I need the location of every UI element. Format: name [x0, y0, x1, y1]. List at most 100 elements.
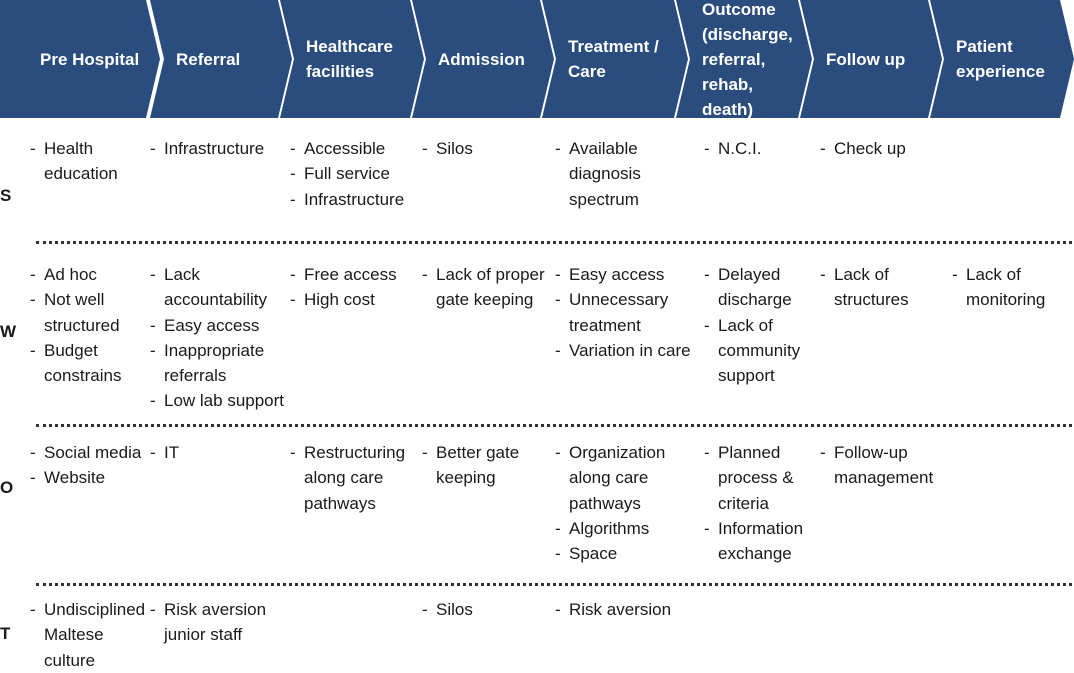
bullet-item: Organization along care pathways — [555, 440, 665, 516]
bullet-list: Lack accountabilityEasy accessInappropri… — [150, 262, 284, 414]
bullet-list: Free accessHigh cost — [290, 262, 397, 313]
swot-cell: Better gate keeping — [422, 440, 519, 491]
swot-cell: Lack of proper gate keeping — [422, 262, 545, 313]
swot-row-label: T — [0, 624, 11, 643]
swot-row-label: S — [0, 186, 12, 205]
bullet-list: Lack of proper gate keeping — [422, 262, 545, 313]
stage-label: Pre Hospital — [40, 49, 140, 69]
swot-cell: Restructuring along care pathways — [290, 440, 405, 516]
process-header: Pre Hospital Referral Healthcare facilitie… — [0, 0, 1074, 118]
bullet-list: Risk aversion junior staff — [150, 597, 266, 648]
swot-cell: Health education — [30, 136, 118, 187]
bullet-item: Social media — [30, 440, 141, 466]
swot-cell: Risk aversion junior staff — [150, 597, 266, 648]
swot-cell: N.C.I. — [704, 136, 761, 162]
stage-chevron: Admission — [412, 0, 554, 118]
swot-cell: Lack accountabilityEasy accessInappropri… — [150, 262, 284, 414]
swot-cell: AccessibleFull serviceInfrastructure — [290, 136, 404, 212]
bullet-list: Ad hocNot well structuredBudget constrai… — [30, 262, 121, 388]
stage-chevron: Patient experience — [930, 0, 1074, 118]
bullet-item: N.C.I. — [704, 136, 761, 162]
swot-cell: Silos — [422, 597, 473, 623]
swot-cell: Delayed dischargeLack of community suppo… — [704, 262, 800, 388]
stage-label: Healthcare facilities — [306, 37, 393, 81]
swot-cell: Free accessHigh cost — [290, 262, 397, 313]
bullet-list: Better gate keeping — [422, 440, 519, 491]
stage-label: Treatment / Care — [568, 37, 659, 81]
bullet-item: Not well structured — [30, 287, 121, 338]
bullet-item: Variation in care — [555, 338, 691, 364]
bullet-list: Restructuring along care pathways — [290, 440, 405, 516]
stage-chevron: Pre Hospital — [0, 0, 160, 118]
bullet-list: Health education — [30, 136, 118, 187]
bullet-item: Risk aversion junior staff — [150, 597, 266, 648]
bullet-list: Easy accessUnnecessary treatmentVariatio… — [555, 262, 691, 363]
bullet-item: Easy access — [555, 262, 691, 288]
stage-chevron: Referral — [150, 0, 292, 118]
bullet-item: Available diagnosis spectrum — [555, 136, 641, 212]
bullet-item: Easy access — [150, 313, 284, 339]
bullet-item: Lack of structures — [820, 262, 909, 313]
stage-chevron: Healthcare facilities — [280, 0, 424, 118]
stage-label: Admission — [438, 49, 525, 69]
bullet-list: Delayed dischargeLack of community suppo… — [704, 262, 800, 388]
bullet-item: Lack of proper gate keeping — [422, 262, 545, 313]
stage-label: Outcome (discharge, referral, rehab, dea… — [702, 0, 793, 119]
bullet-list: Lack of monitoring — [952, 262, 1045, 313]
bullet-item: Check up — [820, 136, 906, 162]
stage-chevron: Treatment / Care — [542, 0, 688, 118]
stage-label: Follow up — [826, 49, 906, 69]
bullet-item: Website — [30, 465, 141, 491]
bullet-item: Lack accountability — [150, 262, 284, 313]
swot-cell: Social mediaWebsite — [30, 440, 141, 491]
bullet-item: Follow-up management — [820, 440, 933, 491]
row-divider — [36, 583, 1072, 586]
row-divider — [36, 424, 1072, 427]
bullet-item: Information exchange — [704, 516, 803, 567]
bullet-item: Low lab support — [150, 388, 284, 414]
bullet-item: Inappropriate referrals — [150, 338, 284, 389]
bullet-list: Lack of structures — [820, 262, 909, 313]
swot-cell: Easy accessUnnecessary treatmentVariatio… — [555, 262, 691, 363]
bullet-item: Space — [555, 541, 665, 567]
swot-cell: IT — [150, 440, 179, 466]
swot-cell: Follow-up management — [820, 440, 933, 491]
swot-cell: Silos — [422, 136, 473, 162]
bullet-list: AccessibleFull serviceInfrastructure — [290, 136, 404, 212]
bullet-item: Full service — [290, 161, 404, 187]
stage-chevron: Follow up — [800, 0, 942, 118]
stage-label: Patient experience — [956, 37, 1045, 81]
bullet-item: Budget constrains — [30, 338, 121, 389]
bullet-list: Undisciplined Maltese culture — [30, 597, 145, 673]
bullet-list: IT — [150, 440, 179, 466]
swot-row-label: O — [0, 478, 14, 497]
bullet-item: Health education — [30, 136, 118, 187]
bullet-list: Silos — [422, 136, 473, 162]
bullet-list: Planned process & criteriaInformation ex… — [704, 440, 803, 566]
swot-cell: Available diagnosis spectrum — [555, 136, 641, 212]
bullet-item: Delayed discharge — [704, 262, 800, 313]
swot-cell: Lack of structures — [820, 262, 909, 313]
bullet-item: Infrastructure — [290, 187, 404, 213]
bullet-list: Risk aversion — [555, 597, 671, 623]
bullet-list: Social mediaWebsite — [30, 440, 141, 491]
stage-chevron: Outcome (discharge, referral, rehab, dea… — [676, 0, 812, 118]
swot-cell: Organization along care pathwaysAlgorith… — [555, 440, 665, 567]
swot-row-label: W — [0, 322, 17, 341]
stage-label: Referral — [176, 49, 241, 69]
swot-cell: Risk aversion — [555, 597, 671, 623]
bullet-item: Ad hoc — [30, 262, 121, 288]
bullet-list: N.C.I. — [704, 136, 761, 162]
bullet-item: Silos — [422, 597, 473, 623]
bullet-item: Infrastructure — [150, 136, 264, 162]
swot-cell: Ad hocNot well structuredBudget constrai… — [30, 262, 121, 388]
bullet-list: Available diagnosis spectrum — [555, 136, 641, 212]
bullet-item: High cost — [290, 287, 397, 313]
bullet-item: Undisciplined Maltese culture — [30, 597, 145, 673]
bullet-list: Infrastructure — [150, 136, 264, 162]
row-divider — [36, 241, 1072, 244]
bullet-item: Unnecessary treatment — [555, 287, 691, 338]
bullet-item: Free access — [290, 262, 397, 288]
bullet-item: Algorithms — [555, 516, 665, 542]
swot-cell: Infrastructure — [150, 136, 264, 162]
